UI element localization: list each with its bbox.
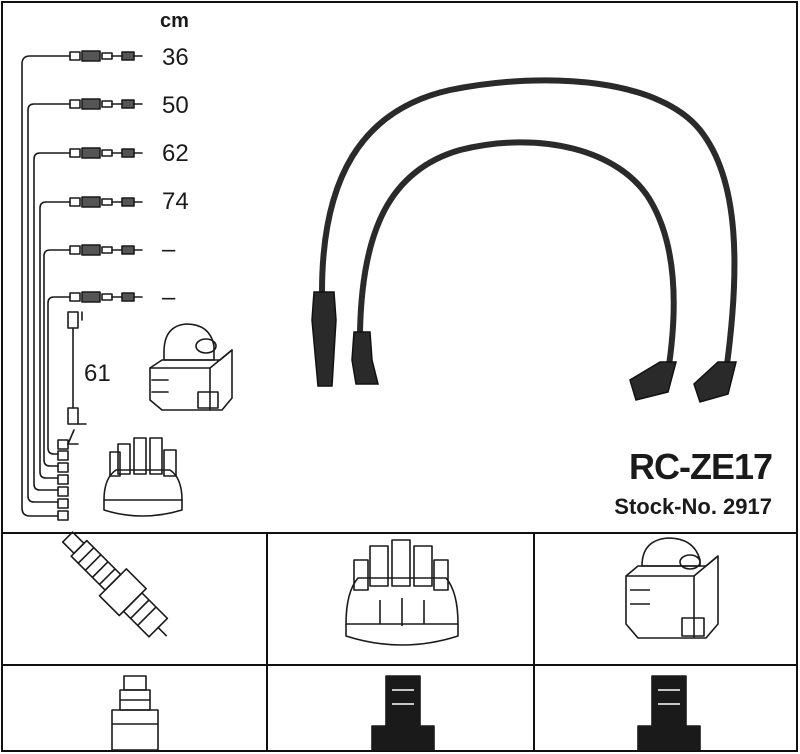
wire-length-2: 50: [162, 92, 189, 119]
coil-small-icon: [149, 323, 233, 411]
divider-col-1: [266, 532, 268, 752]
ignition-coil-icon: [625, 537, 719, 639]
wire-connectors: [69, 50, 143, 303]
unit-label: cm: [160, 10, 189, 32]
distributor-small-icon: [103, 437, 183, 517]
divider-bottom: [1, 664, 798, 666]
coil-wire-length: 61: [84, 360, 111, 387]
plug-connector-icon: [111, 675, 159, 751]
terminal-stack: [57, 429, 79, 521]
wire-length-3: 62: [162, 140, 189, 167]
wire-schematic: [21, 55, 71, 517]
distributor-cap-icon: [345, 539, 459, 646]
wire-length-6: –: [162, 284, 176, 311]
spark-plug-icon: [61, 531, 169, 638]
coil-connector-icon: [637, 675, 701, 751]
wire-length-4: 74: [162, 188, 189, 215]
divider-main: [1, 532, 798, 534]
wire-length-5: –: [162, 236, 176, 263]
wire-length-1: 36: [162, 44, 189, 71]
divider-col-2: [533, 532, 535, 752]
cable-set-photo: [311, 77, 738, 403]
product-name: RC-ZE17: [628, 446, 773, 487]
coil-wire-schematic: [67, 311, 87, 425]
cap-connector-icon: [371, 675, 435, 751]
stock-number: Stock-No. 2917: [614, 494, 772, 519]
